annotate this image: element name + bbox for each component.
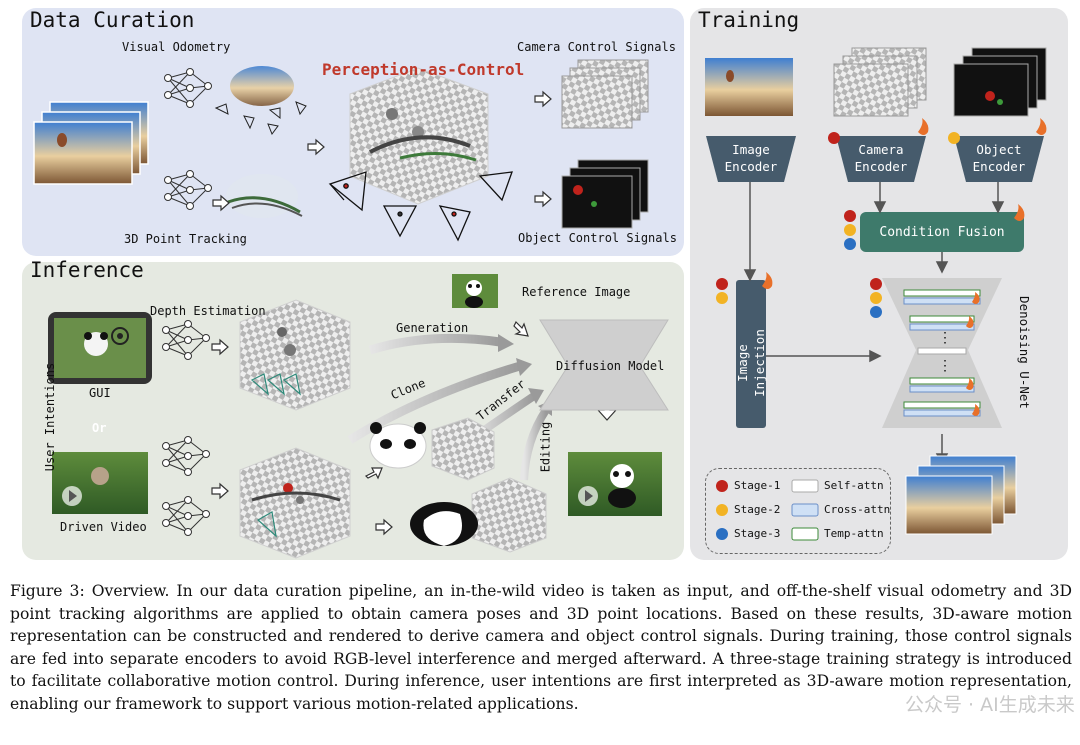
diffusion-model-block — [539, 319, 669, 411]
generation-arrow — [368, 333, 501, 355]
data-curation-title: Data Curation — [30, 8, 195, 32]
image-encoder-label: Image Encoder — [724, 142, 778, 174]
edit-mask-image — [410, 477, 547, 553]
perception-as-control-label: Perception-as-Control — [322, 60, 525, 79]
image-encoder-block — [706, 136, 796, 182]
camera-control-signals-stack — [561, 59, 649, 129]
stage-indicator-dots — [716, 132, 960, 318]
training-arrows — [743, 182, 1005, 466]
denoising-unet-label: Denoising U-Net — [1016, 296, 1032, 409]
unet-dots-2: ⋮ — [938, 358, 952, 374]
legend-cross-attn: Cross-attn — [824, 503, 891, 516]
user-intentions-label: User Intentions — [43, 362, 58, 472]
reference-image — [452, 274, 498, 308]
point-tracking-network-icon — [164, 170, 212, 210]
or-label: Or — [92, 421, 107, 435]
editing-arrow — [520, 407, 550, 481]
driven-video-label: Driven Video — [60, 520, 147, 534]
reference-image-label: Reference Image — [522, 285, 631, 299]
watermark: 公众号 · AI生成未来 — [905, 694, 1075, 716]
panda-clone-image — [369, 417, 495, 481]
depth-network-icon — [162, 320, 210, 360]
depth-cube — [239, 299, 351, 411]
diffusion-model-label: Diffusion Model — [556, 359, 665, 373]
output-panda-image — [568, 452, 662, 516]
odometry-frame-image — [230, 66, 294, 106]
gui-tablet-image — [48, 312, 152, 384]
tracking-cube — [239, 447, 351, 559]
object-encoder-block — [954, 136, 1044, 182]
editing-label: Editing — [538, 421, 553, 473]
tracking-network-icon-a — [162, 436, 210, 476]
visual-odometry-label: Visual Odometry — [122, 40, 231, 54]
legend-stage-2: Stage-2 — [734, 503, 781, 516]
legend-stage-1: Stage-1 — [734, 479, 781, 492]
camera-encoder-label: Camera Encoder — [854, 142, 908, 174]
legend-self-attn: Self-attn — [824, 479, 884, 492]
stage-legend — [705, 468, 891, 554]
driven-video-image — [52, 452, 148, 514]
image-injection-block — [736, 280, 766, 428]
point-tracking-label: 3D Point Tracking — [124, 232, 247, 246]
object-encoder-label: Object Encoder — [972, 142, 1026, 174]
image-injection-label: Image Injection — [735, 329, 767, 397]
legend-stage-3: Stage-3 — [734, 527, 781, 540]
tracking-network-icon-b — [162, 496, 210, 536]
camera-frustums-large — [328, 171, 513, 242]
training-output-video-stack — [905, 455, 1017, 535]
generation-label: Generation — [396, 321, 469, 335]
gui-label: GUI — [89, 386, 111, 400]
flame-icons — [762, 118, 1047, 416]
depth-estimation-label: Depth Estimation — [150, 304, 266, 318]
object-control-signals-label: Object Control Signals — [518, 231, 677, 245]
legend-markers — [716, 479, 819, 541]
flow-arrows-curation — [212, 90, 552, 212]
training-camera-signals — [833, 47, 927, 117]
perception-cube — [349, 67, 489, 205]
clone-arrow — [347, 361, 522, 444]
figure-caption: Figure 3: Overview. In our data curation… — [10, 582, 1072, 713]
condition-fusion-label: Condition Fusion — [879, 225, 1005, 240]
object-control-signals-stack — [561, 159, 649, 229]
training-object-signals — [953, 47, 1047, 117]
flow-arrows-inference — [211, 320, 618, 536]
training-title: Training — [698, 8, 800, 32]
camera-frustums-small — [214, 101, 307, 136]
camera-control-signals-label: Camera Control Signals — [517, 40, 676, 54]
camera-encoder-block — [836, 136, 926, 182]
unet-dots-1: ⋮ — [938, 330, 952, 346]
figure-graphics — [33, 47, 1047, 559]
visual-odometry-network-icon — [164, 68, 212, 108]
training-input-image — [705, 58, 793, 116]
legend-temp-attn: Temp-attn — [824, 527, 884, 540]
input-video-stack — [33, 101, 149, 185]
inference-title: Inference — [30, 258, 144, 282]
denoising-unet-block — [882, 278, 1002, 428]
condition-fusion-block — [860, 212, 1024, 252]
